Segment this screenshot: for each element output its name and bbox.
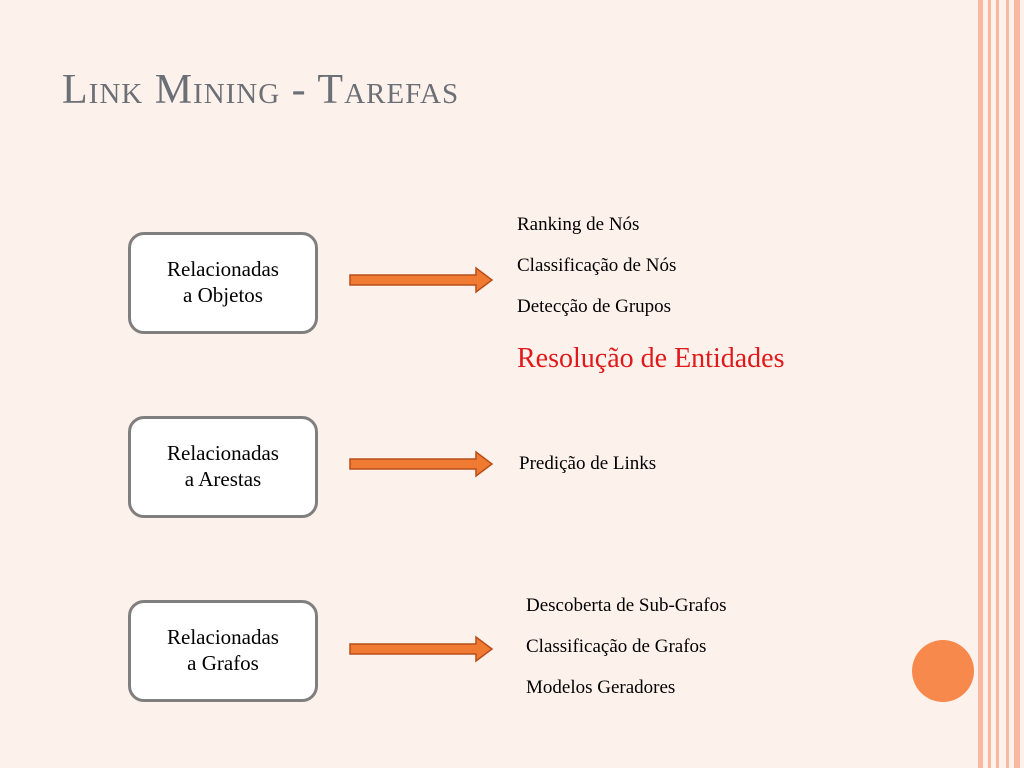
task-modelos-geradores: Modelos Geradores [526, 677, 676, 698]
arrow-arestas [349, 450, 494, 478]
arrow-grafos [349, 635, 494, 663]
arrow-shape [349, 635, 494, 663]
task-resolucao-entidades: Resolução de Entidades [517, 343, 785, 374]
task-classificacao-nos: Classificação de Nós [517, 255, 677, 276]
arrow-shape [349, 266, 494, 294]
category-box-grafos: Relacionadas a Grafos [128, 600, 318, 702]
right-stripe-2 [988, 0, 991, 768]
category-box-arestas: Relacionadas a Arestas [128, 416, 318, 518]
category-box-line1: Relacionadas [167, 441, 279, 466]
category-box-line2: a Grafos [187, 651, 259, 675]
task-predicao-links: Predição de Links [519, 453, 657, 474]
accent-circle [912, 640, 974, 702]
category-box-line2: a Arestas [184, 467, 262, 491]
category-box-line2: a Objetos [183, 283, 263, 307]
right-stripe-5 [1014, 0, 1020, 768]
task-deteccao-grupos: Detecção de Grupos [517, 296, 672, 317]
arrow-objetos [349, 266, 494, 294]
slide-title: Link Mining - Tarefas [62, 67, 460, 113]
task-descoberta-subgrafos: Descoberta de Sub-Grafos [526, 595, 727, 616]
right-stripe-4 [1006, 0, 1009, 768]
category-box-line1: Relacionadas [167, 257, 279, 282]
task-ranking-nos: Ranking de Nós [517, 214, 640, 235]
task-classificacao-grafos: Classificação de Grafos [526, 636, 707, 657]
category-box-line1: Relacionadas [167, 625, 279, 650]
right-stripe-3 [996, 0, 999, 768]
arrow-shape [349, 450, 494, 478]
right-stripe-1 [978, 0, 983, 768]
category-box-objetos: Relacionadas a Objetos [128, 232, 318, 334]
